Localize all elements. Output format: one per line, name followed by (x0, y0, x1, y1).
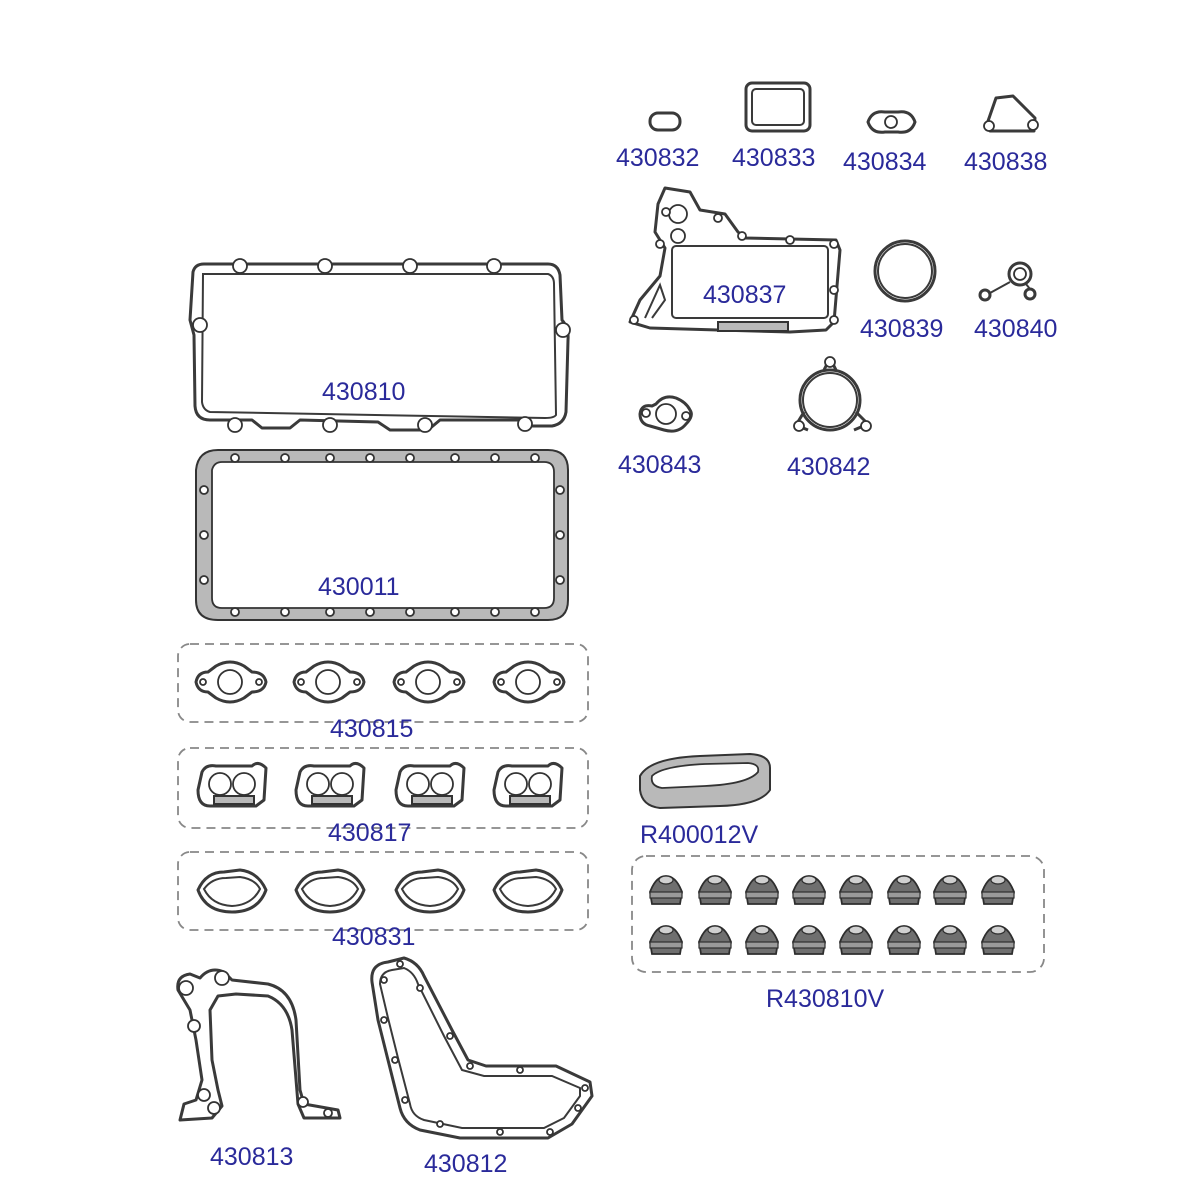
label-430842: 430842 (787, 453, 870, 481)
gasket-430817-4 (492, 761, 564, 808)
label-430832: 430832 (616, 144, 699, 172)
valve-seal-row-top (649, 875, 1015, 905)
gasket-430815-4 (492, 660, 566, 704)
label-430840: 430840 (974, 315, 1057, 343)
timing-cover-bolt-holes (380, 960, 589, 1136)
part-430838[interactable]: 430838 (964, 94, 1047, 176)
label-R400012V: R400012V (640, 821, 758, 849)
label-430815: 430815 (330, 715, 413, 743)
part-430810[interactable]: 430810 (188, 258, 571, 433)
valve-stem-seal (887, 875, 921, 905)
part-430832[interactable]: 430832 (616, 111, 699, 172)
part-430834[interactable]: 430834 (843, 110, 927, 176)
valve-stem-seal (839, 875, 873, 905)
valve-stem-seal (745, 925, 779, 955)
valve-stem-seal (981, 925, 1015, 955)
part-430831[interactable]: 430831 (177, 851, 589, 951)
gasket-430831-2 (294, 868, 366, 914)
valve-stem-seal (933, 875, 967, 905)
valve-stem-seal (792, 925, 826, 955)
label-430813: 430813 (210, 1143, 293, 1171)
label-R430810V: R430810V (766, 985, 884, 1013)
valve-stem-seal (649, 875, 683, 905)
part-R400012V[interactable]: R400012V (639, 752, 771, 849)
label-430817: 430817 (328, 819, 411, 847)
part-R430810V[interactable]: R430810V (631, 855, 1045, 1013)
label-430810: 430810 (322, 378, 405, 406)
gasket-430817-2 (294, 761, 366, 808)
gasket-430831-3 (394, 868, 466, 914)
valve-stem-seal (698, 925, 732, 955)
gasket-430831-1 (196, 868, 268, 914)
valve-stem-seal (792, 875, 826, 905)
label-430834: 430834 (843, 148, 927, 176)
label-430831: 430831 (332, 923, 415, 951)
label-430838: 430838 (964, 148, 1047, 176)
gasket-430817-3 (394, 761, 466, 808)
oil-pan-bolt-holes (199, 453, 565, 617)
part-430812[interactable]: 430812 (370, 956, 594, 1178)
valve-stem-seal (649, 925, 683, 955)
part-430815[interactable]: 430815 (177, 643, 589, 743)
gasket-430831-4 (492, 868, 564, 914)
label-430812: 430812 (424, 1150, 507, 1178)
part-430837[interactable]: 430837 (628, 186, 842, 334)
gasket-430815-3 (392, 660, 466, 704)
gasket-430817-1 (196, 761, 268, 808)
part-430817[interactable]: 430817 (177, 747, 589, 847)
part-430843[interactable]: 430843 (618, 395, 701, 479)
valve-stem-seal (839, 925, 873, 955)
valve-stem-seal (933, 925, 967, 955)
label-430837: 430837 (703, 281, 786, 309)
part-430840[interactable]: 430840 (974, 261, 1057, 343)
part-430839[interactable]: 430839 (860, 239, 943, 343)
gasket-430815-2 (292, 660, 366, 704)
valve-stem-seal (745, 875, 779, 905)
valve-stem-seal (698, 875, 732, 905)
label-430833: 430833 (732, 144, 815, 172)
label-430011: 430011 (318, 573, 400, 601)
valve-seal-row-bottom (649, 925, 1015, 955)
gasket-430815-1 (194, 660, 268, 704)
part-430833[interactable]: 430833 (732, 81, 815, 172)
part-430842[interactable]: 430842 (787, 356, 872, 481)
part-430011[interactable]: 430011 (195, 449, 569, 621)
label-430839: 430839 (860, 315, 943, 343)
valve-stem-seal (981, 875, 1015, 905)
part-430813[interactable]: 430813 (176, 968, 342, 1171)
label-430843: 430843 (618, 451, 701, 479)
valve-stem-seal (887, 925, 921, 955)
